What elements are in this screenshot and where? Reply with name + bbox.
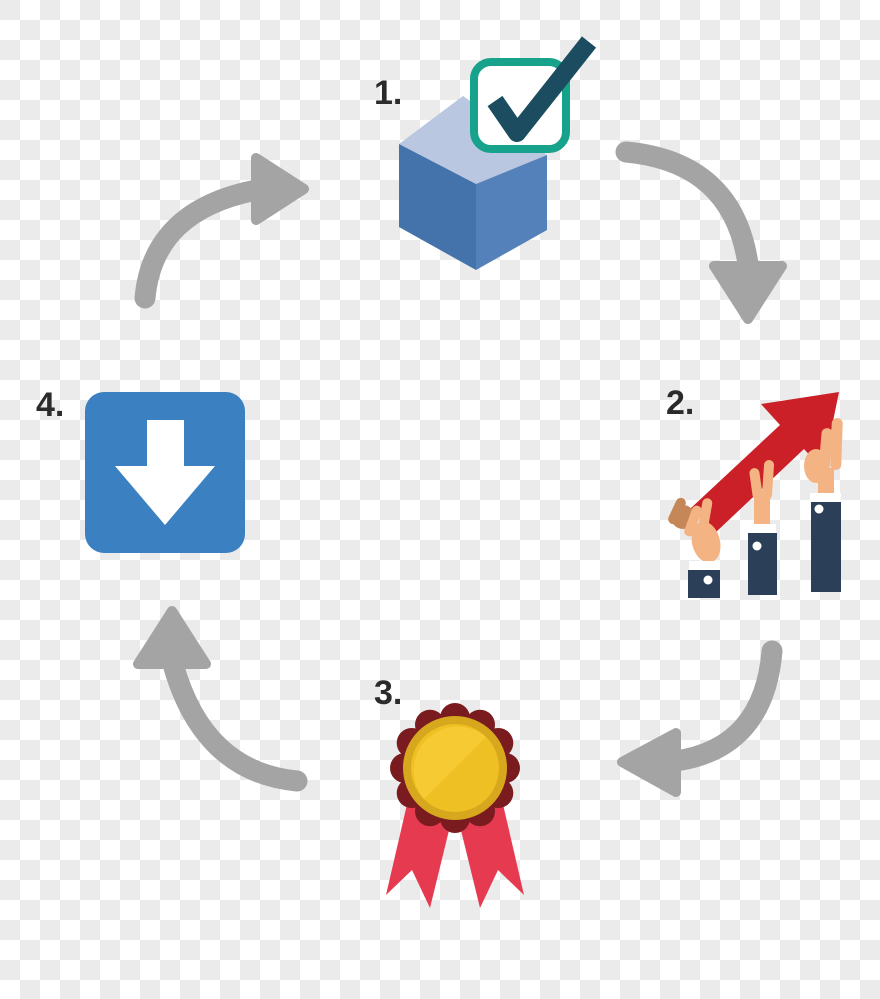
cycle-arrow-right-to-bottom-icon bbox=[617, 640, 783, 797]
checked-cube-icon bbox=[399, 36, 597, 270]
medal-face-highlight bbox=[413, 726, 486, 799]
award-medal-ribbon-icon bbox=[386, 703, 524, 908]
checkbox bbox=[470, 58, 570, 153]
cube-left-face bbox=[399, 144, 476, 270]
step-4-label: 4. bbox=[36, 386, 65, 424]
down-arrow-glyph bbox=[115, 420, 215, 525]
step-3-label: 3. bbox=[374, 674, 403, 712]
cycle-arrow-top-to-right-icon bbox=[615, 141, 787, 324]
cycle-arrow-bottom-to-left-icon bbox=[133, 606, 308, 792]
ribbon-left bbox=[386, 800, 452, 908]
cube-right-face bbox=[476, 155, 547, 270]
download-arrow-icon bbox=[85, 392, 245, 553]
check-mark-icon bbox=[487, 36, 597, 142]
ribbon-right bbox=[458, 800, 524, 908]
step-1-label: 1. bbox=[374, 74, 403, 112]
cycle-arrow-left-to-top-icon bbox=[134, 153, 309, 309]
bar-medium bbox=[748, 533, 777, 595]
growth-arrow-hands-icon bbox=[668, 392, 843, 598]
bar-tall bbox=[811, 502, 841, 592]
step-2-label: 2. bbox=[666, 384, 695, 422]
bar-short bbox=[688, 570, 720, 598]
